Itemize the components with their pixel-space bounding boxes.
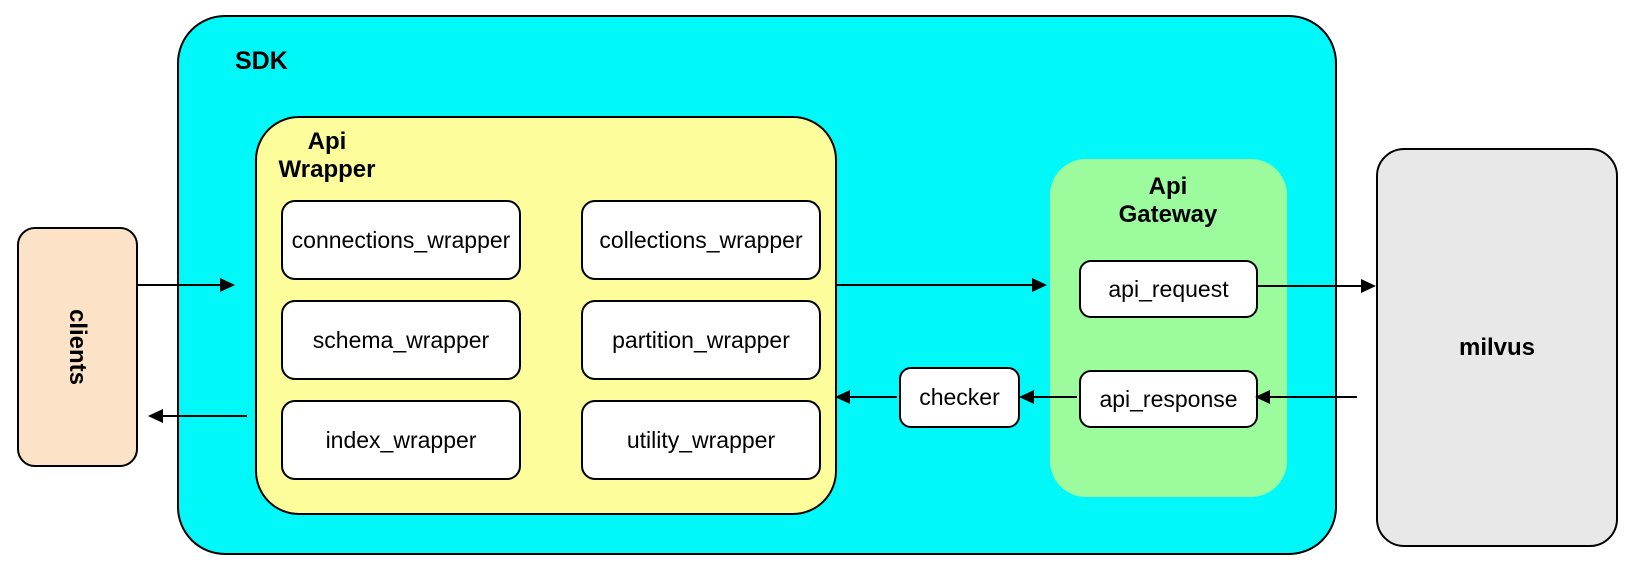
clients-label: clients	[64, 308, 92, 386]
module-label: index_wrapper	[325, 426, 477, 453]
api-gateway-container: Api Gateway api_request api_response	[1050, 159, 1287, 497]
api-gateway-label-line1: Api	[1148, 173, 1188, 200]
arrow-line	[849, 396, 897, 398]
api-gateway-label: Api Gateway	[1098, 173, 1238, 229]
arrow-line	[162, 415, 247, 417]
api-request-box: api_request	[1079, 260, 1258, 318]
module-partition-wrapper: partition_wrapper	[581, 300, 821, 380]
milvus-label: milvus	[1458, 333, 1536, 361]
api-response-label: api_response	[1099, 385, 1238, 412]
arrow-line	[1256, 285, 1363, 287]
module-label: partition_wrapper	[612, 326, 790, 353]
checker-label: checker	[919, 384, 1000, 410]
module-label: connections_wrapper	[291, 226, 511, 253]
milvus-box: milvus	[1376, 148, 1618, 547]
module-label: schema_wrapper	[312, 326, 490, 353]
module-utility-wrapper: utility_wrapper	[581, 400, 821, 480]
arrow-line	[138, 284, 222, 286]
arrowhead-left-icon	[1019, 390, 1034, 404]
api-gateway-label-line2: Gateway	[1118, 201, 1218, 228]
api-wrapper-label: Api Wrapper	[271, 128, 383, 184]
module-index-wrapper: index_wrapper	[281, 400, 521, 480]
arrow-line	[1033, 396, 1077, 398]
module-label: utility_wrapper	[626, 426, 776, 453]
api-request-label: api_request	[1108, 275, 1229, 302]
api-response-box: api_response	[1079, 370, 1258, 428]
arrow-line	[835, 284, 1033, 286]
module-collections-wrapper: collections_wrapper	[581, 200, 821, 280]
arrowhead-right-icon	[220, 278, 235, 292]
arrowhead-left-icon	[835, 390, 850, 404]
api-wrapper-label-line1: Api	[307, 128, 347, 155]
clients-box: clients	[17, 227, 138, 467]
arrow-line	[1269, 396, 1357, 398]
arrowhead-left-icon	[148, 409, 163, 423]
checker-box: checker	[899, 367, 1020, 428]
module-connections-wrapper: connections_wrapper	[281, 200, 521, 280]
sdk-container: SDK Api Wrapper connections_wrapper coll…	[177, 15, 1337, 555]
module-label: collections_wrapper	[599, 226, 803, 253]
arrowhead-left-icon	[1255, 390, 1270, 404]
module-schema-wrapper: schema_wrapper	[281, 300, 521, 380]
sdk-label: SDK	[235, 47, 288, 75]
arrowhead-right-icon	[1032, 278, 1047, 292]
api-wrapper-container: Api Wrapper connections_wrapper collecti…	[255, 116, 837, 515]
api-wrapper-label-line2: Wrapper	[278, 156, 376, 183]
arrowhead-right-icon	[1361, 279, 1376, 293]
